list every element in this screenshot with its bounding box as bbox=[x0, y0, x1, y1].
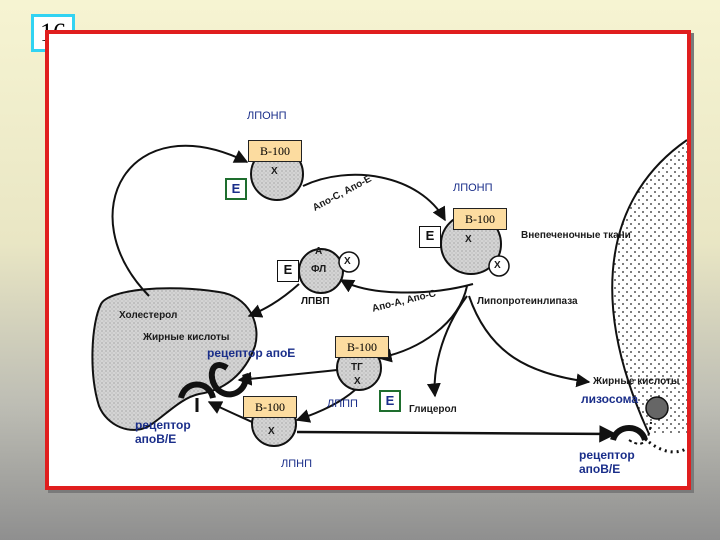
arrow-idl-to-ldl bbox=[295, 389, 356, 423]
b100-ldl: B-100 bbox=[243, 396, 297, 418]
lysosome bbox=[645, 396, 669, 420]
b100-vldl-top: B-100 bbox=[248, 140, 302, 162]
text-x-hdl-circle: Х bbox=[344, 256, 351, 267]
tissue-border bbox=[611, 139, 687, 435]
liver-shape bbox=[91, 287, 258, 431]
e-box-idl: E bbox=[379, 390, 401, 412]
arrow-apo-to-hdl bbox=[339, 279, 474, 294]
apo-c-circle-hdl bbox=[338, 251, 360, 273]
arrow-liver-to-vldl bbox=[111, 144, 249, 297]
text-tg: ТГ bbox=[351, 362, 363, 373]
e-box-vldl-top: E bbox=[225, 178, 247, 200]
label-vldl-top: ЛПОНП bbox=[247, 110, 287, 122]
label-ldl: ЛПНП bbox=[281, 458, 312, 470]
text-extrahepatic: Внепеченочные ткани bbox=[521, 230, 631, 241]
apo-c-circle-vldl bbox=[488, 255, 510, 277]
arrow-lipase-to-fatty-acids bbox=[468, 295, 591, 388]
text-fatty-acids-liver: Жирные кислоты bbox=[143, 332, 230, 343]
text-x-vldl-top: Х bbox=[271, 166, 278, 177]
e-box-vldl-right: E bbox=[419, 226, 441, 248]
b100-vldl-right: B-100 bbox=[453, 208, 507, 230]
label-apobe-receptor-right: рецептор апоB/E bbox=[579, 448, 635, 476]
label-idl: ЛППП bbox=[327, 398, 358, 410]
lipoprotein-metabolism-diagram bbox=[91, 139, 687, 454]
hdl-particle bbox=[298, 248, 344, 294]
dotted-membrane bbox=[648, 440, 687, 454]
label-vldl-right: ЛПОНП bbox=[453, 182, 493, 194]
apobe-receptor-tissue bbox=[610, 425, 648, 442]
b100-idl: B-100 bbox=[335, 336, 389, 358]
text-a: А bbox=[315, 246, 323, 257]
arrow-ldl-to-tissue-receptor bbox=[296, 425, 617, 443]
text-lipoprotein-lipase: Липопротеинлипаза bbox=[477, 296, 578, 307]
label-apobe-receptor-left: рецептор апоB/E bbox=[135, 418, 191, 446]
text-fl: ФЛ bbox=[311, 264, 327, 275]
label-apoe-receptor: рецептор апоЕ bbox=[207, 346, 296, 360]
arrow-lipase-to-glycerol bbox=[426, 295, 468, 398]
text-x-idl: Х bbox=[354, 376, 361, 387]
arrow-vldl-to-tissue bbox=[302, 173, 446, 222]
arrow-ldl-to-liver-receptor bbox=[207, 401, 253, 423]
arrow-lipase-to-idl bbox=[377, 285, 468, 363]
apoe-receptor bbox=[208, 362, 249, 398]
text-cholesterol: Холестерол bbox=[119, 310, 178, 321]
arrow-hdl-to-liver bbox=[247, 283, 300, 318]
text-x-vldl-circle: Х bbox=[494, 260, 501, 271]
diagram-frame: ЛПОНП ЛПОНП ЛППП ЛПНП рецептор апоЕ реце… bbox=[45, 30, 691, 490]
label-lysosome: лизосома bbox=[581, 392, 639, 406]
extrahepatic-tissue bbox=[612, 140, 687, 434]
text-x-vldl-right: Х bbox=[465, 234, 472, 245]
text-fatty-acids-right: Жирные кислоты bbox=[593, 376, 680, 387]
label-hdl: ЛПВП bbox=[301, 296, 330, 307]
text-glycerol: Глицерол bbox=[409, 404, 457, 415]
arrow-idl-to-receptor bbox=[237, 369, 338, 386]
apobe-receptor-liver bbox=[178, 381, 216, 400]
e-box-hdl: E bbox=[277, 260, 299, 282]
text-x-ldl: Х bbox=[268, 426, 275, 437]
